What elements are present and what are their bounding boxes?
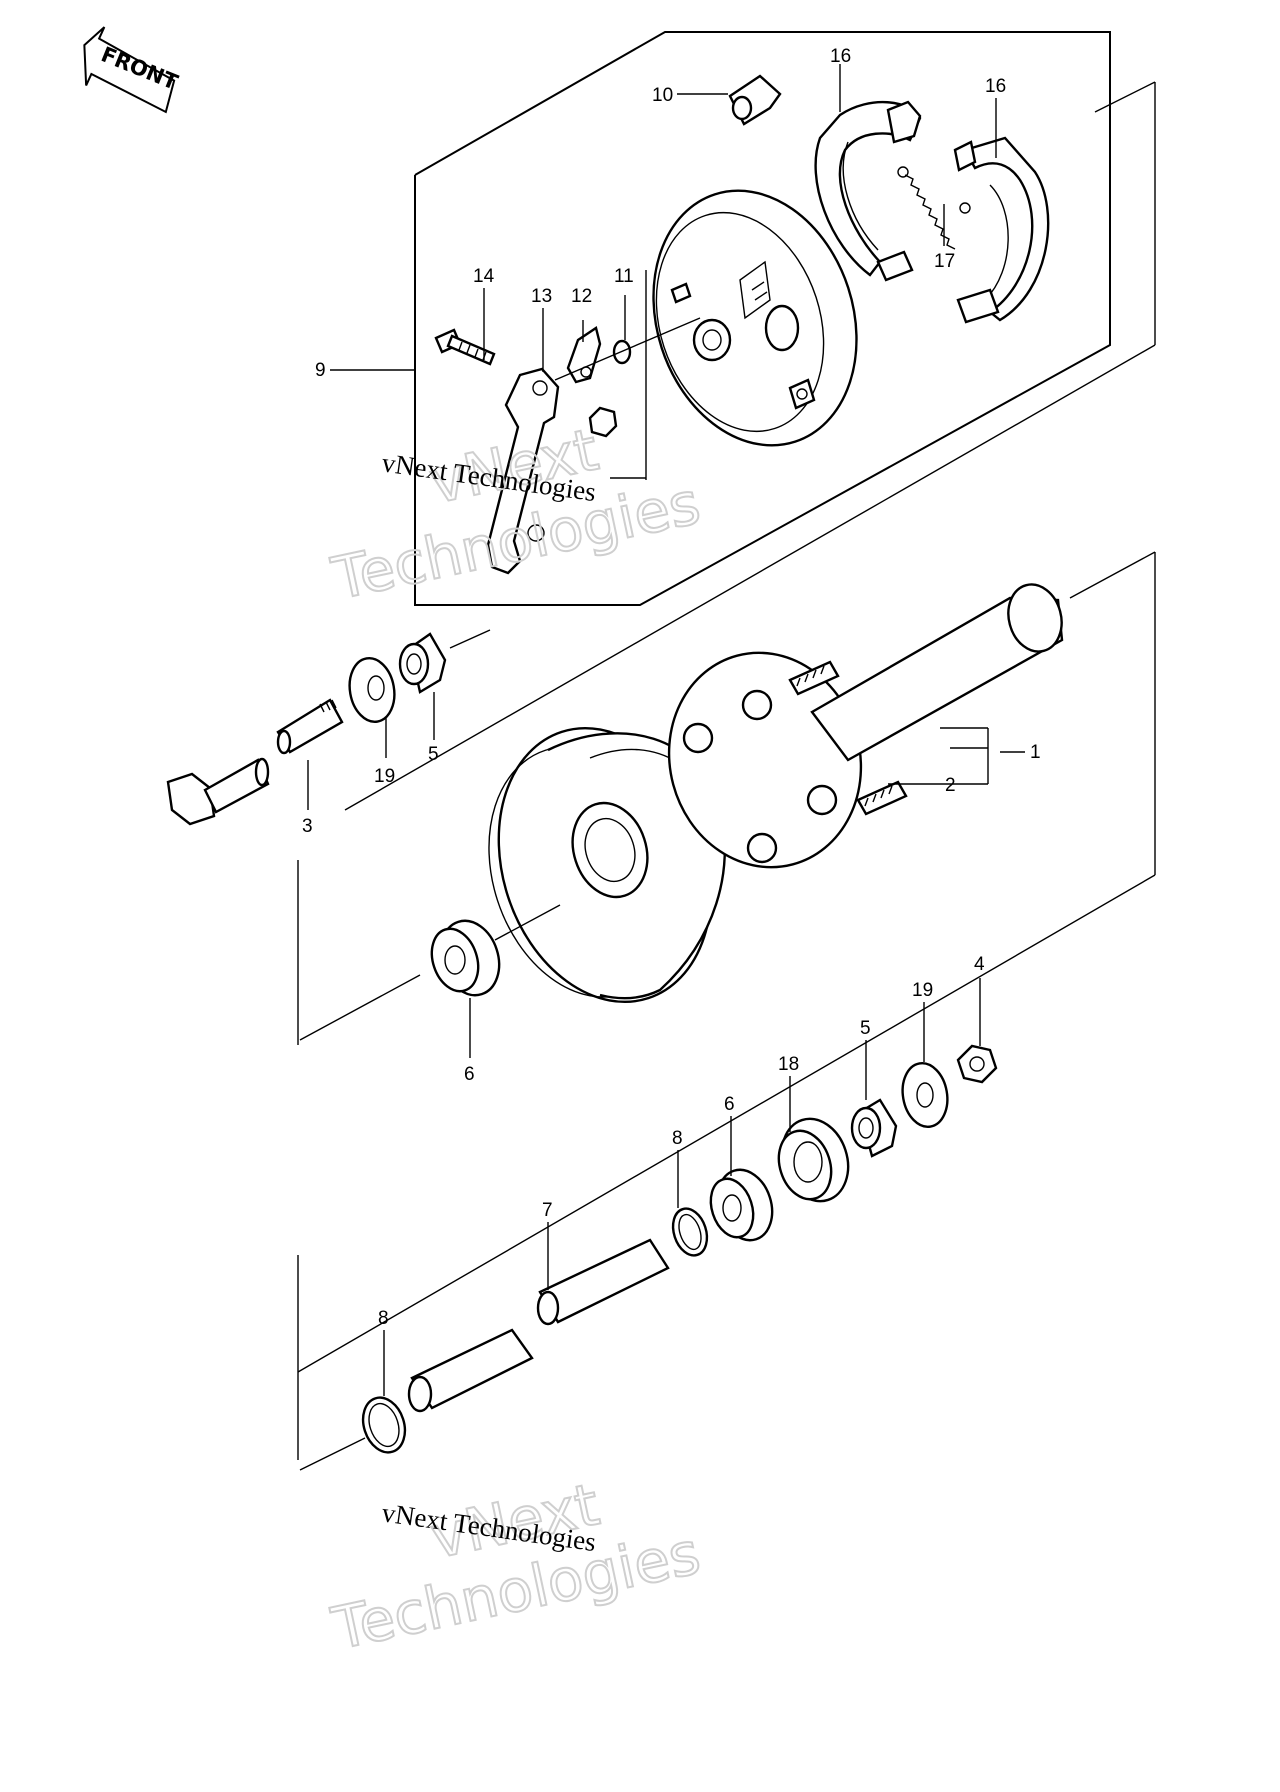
brake-panel-group-outline (414, 31, 1111, 606)
brake-shoe-right (953, 136, 1050, 324)
callout-13: 13 (531, 286, 552, 307)
callout-3: 3 (302, 816, 313, 837)
callout-19b: 19 (912, 980, 933, 1001)
brake-cam-lever (486, 367, 560, 575)
circlip-left (361, 1396, 407, 1454)
lever-bolt (434, 328, 496, 366)
callout-6a: 6 (464, 1064, 475, 1085)
axle-spacer (407, 1328, 534, 1413)
axle-nut (956, 1044, 998, 1084)
callout-11: 11 (614, 266, 634, 287)
oil-seal-right (709, 1168, 774, 1242)
circlip-right (671, 1207, 709, 1257)
brake-shoe-left (814, 100, 922, 282)
seal-axis-line (299, 974, 421, 1041)
lever-nut (588, 406, 618, 438)
callout-16a: 16 (830, 46, 851, 67)
callout-4: 4 (974, 954, 985, 975)
callout-9: 9 (315, 360, 326, 381)
left-axis-line (449, 629, 491, 649)
callout-16b: 16 (985, 76, 1006, 97)
seal-to-hub-line (494, 904, 561, 941)
callout-18: 18 (778, 1054, 799, 1075)
front-arrow-icon: FRONT (83, 26, 182, 114)
callout-1: 1 (1030, 742, 1041, 763)
inspection-plug (728, 74, 782, 126)
oil-seal (430, 919, 501, 997)
callout-7: 7 (542, 1200, 553, 1221)
callout-labels: 10 16 16 17 14 13 12 11 9 1 2 3 19 5 6 4… (302, 46, 1041, 1329)
callout-17: 17 (934, 251, 955, 272)
watermark-top: vNext Technologies vNext Technologies (325, 414, 707, 614)
front-label: FRONT (98, 42, 182, 95)
callout-2: 2 (945, 775, 956, 796)
washer-right (901, 1062, 949, 1128)
callout-10: 10 (652, 85, 673, 106)
return-spring (897, 166, 971, 250)
watermark-bottom: vNext Technologies vNext Technologies (325, 1469, 707, 1664)
callout-12: 12 (571, 286, 592, 307)
callout-14: 14 (473, 266, 495, 287)
washer-left (348, 657, 396, 723)
callout-8b: 8 (378, 1308, 389, 1329)
collar-right (850, 1098, 898, 1158)
hub-body (488, 583, 1064, 1004)
collar-left (398, 632, 447, 694)
assembly-axis-line (554, 317, 701, 381)
callout-5a: 5 (428, 744, 439, 765)
axle-sleeve (276, 698, 344, 755)
lower-axis-line (299, 1437, 366, 1471)
callout-5b: 5 (860, 1018, 871, 1039)
callout-8a: 8 (672, 1128, 683, 1149)
callout-6b: 6 (724, 1094, 735, 1115)
wear-indicator-plate (566, 326, 602, 384)
leader-lines (307, 64, 1025, 1396)
brake-panel (652, 189, 858, 447)
dust-cover (777, 1117, 850, 1203)
distance-collar (536, 1238, 670, 1326)
axle-bolt (166, 757, 270, 826)
callout-19a: 19 (374, 766, 395, 787)
hub-group-outline (297, 81, 1156, 1460)
